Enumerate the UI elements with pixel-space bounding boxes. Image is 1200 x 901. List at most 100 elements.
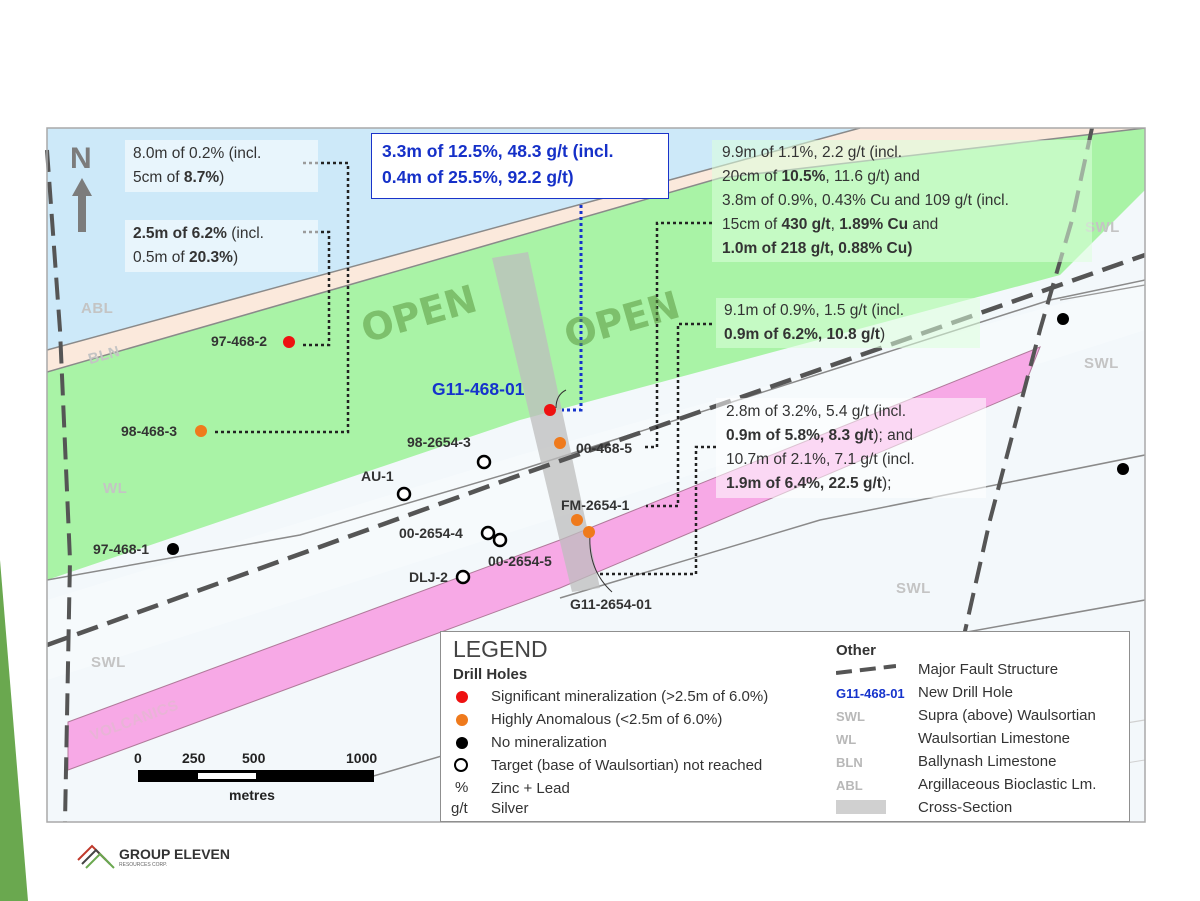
boundary-line [47, 279, 1145, 581]
assay-line: 20cm of 10.5%, 11.6 g/t) and [722, 168, 920, 185]
drill-hole-00-468-5 [554, 437, 566, 449]
assay-annotation: 9.9m of 1.1%, 2.2 g/t (incl. 20cm of 10.… [712, 140, 1092, 262]
legend-anomalous-label: Highly Anomalous (<2.5m of 6.0%) [491, 711, 723, 728]
featured-line: 0.4m of 25.5%, 92.2 g/t) [382, 167, 574, 187]
assay-line: 2.5m of 6.2% (incl. [133, 225, 264, 242]
drill-hole-east-2 [1117, 463, 1129, 475]
assay-line: 10.7m of 2.1%, 7.1 g/t (incl. [726, 451, 915, 468]
assay-line: 8.0m of 0.2% (incl. [133, 145, 262, 162]
pointer-line [589, 534, 613, 593]
assay-line: 3.8m of 0.9%, 0.43% Cu and 109 g/t (incl… [722, 192, 1009, 209]
legend-bln-code: BLN [836, 755, 863, 770]
legend-wl-label: Waulsortian Limestone [918, 730, 1071, 747]
company-name: GROUP ELEVEN [119, 846, 230, 862]
assay-line: 0.5m of 20.3%) [133, 249, 239, 266]
company-subtitle: RESOURCES CORP. [119, 862, 168, 868]
legend-none-icon [456, 737, 468, 749]
pointer-line [555, 389, 567, 409]
abl-zone [47, 128, 1145, 350]
legend-title: LEGEND [453, 636, 548, 662]
drill-hole-97-468-1 [167, 543, 179, 555]
legend-significant-label: Significant mineralization (>2.5m of 6.0… [491, 688, 769, 705]
drill-hole-G11-2654-01 [583, 526, 595, 538]
swl-upper-strip [47, 280, 1145, 680]
legend-drill-holes-heading: Drill Holes [453, 666, 528, 683]
assay-line: 1.0m of 218 g/t, 0.88% Cu) [722, 240, 913, 257]
north-arrow-icon [72, 178, 92, 232]
drill-hole-east-1 [1057, 313, 1069, 325]
legend-swl-code: SWL [836, 709, 865, 724]
fault-west [45, 149, 73, 823]
drill-hole-label: 97-468-2 [211, 333, 268, 349]
drill-hole-AU-1 [396, 486, 412, 502]
boundary-line [1059, 284, 1145, 301]
drill-hole-G11-468-01 [544, 404, 556, 416]
unit-label-swl: SWL [91, 654, 126, 671]
drill-hole-label: 98-468-3 [121, 423, 178, 439]
slide-accent [0, 560, 28, 901]
legend-other-heading: Other [836, 642, 877, 659]
legend-new-hole-code: G11-468-01 [836, 686, 905, 701]
legend-significant-icon [456, 691, 468, 703]
legend-abl-code: ABL [836, 778, 863, 793]
legend-swl-label: Supra (above) Waulsortian [918, 707, 1096, 724]
unit-label-swl: SWL [1085, 219, 1120, 236]
drill-hole-label: 98-2654-3 [407, 434, 471, 450]
assay-line: 9.1m of 0.9%, 1.5 g/t (incl. [724, 302, 905, 319]
legend-wl-code: WL [836, 732, 857, 747]
drill-hole-label: FM-2654-1 [561, 497, 630, 513]
scale-unit: metres [229, 787, 275, 803]
drill-hole-label: G11-2654-01 [570, 596, 652, 612]
north-label: N [70, 142, 92, 175]
legend-fault-icon [836, 664, 896, 675]
unit-label-swl: SWL [896, 580, 931, 597]
leader-line [600, 445, 716, 576]
assay-line: 9.9m of 1.1%, 2.2 g/t (incl. [722, 144, 903, 161]
assay-line: 1.9m of 6.4%, 22.5 g/t); [726, 475, 892, 492]
legend-target-label: Target (base of Waulsortian) not reached [491, 757, 763, 774]
legend-none-label: No mineralization [491, 734, 607, 751]
unit-label-wl: WL [103, 480, 128, 497]
legend-anomalous-icon [456, 714, 468, 726]
drill-hole-97-468-2 [283, 336, 295, 348]
logo-icon [85, 852, 115, 869]
drill-hole-00-2654-4 [480, 525, 496, 541]
featured-line: 3.3m of 12.5%, 48.3 g/t (incl. [382, 141, 614, 161]
drill-hole-FM-2654-1 [571, 514, 583, 526]
drill-hole-label: 00-468-5 [576, 440, 633, 456]
assay-line: 0.9m of 6.2%, 10.8 g/t) [724, 326, 886, 343]
legend-bln-label: Ballynash Limestone [918, 753, 1057, 770]
legend-pct-label: Zinc + Lead [491, 780, 570, 797]
legend-new-hole-label: New Drill Hole [918, 684, 1014, 701]
drill-hole-00-2654-5 [492, 532, 508, 548]
legend-abl-label: Argillaceous Bioclastic Lm. [918, 776, 1097, 793]
map-frame [46, 127, 1146, 823]
featured-assay-box: 3.3m of 12.5%, 48.3 g/t (incl. 0.4m of 2… [371, 133, 669, 199]
assay-line: 5cm of 8.7%) [133, 169, 225, 186]
legend-gt-symbol: g/t [451, 800, 468, 817]
legend-xsec-icon [836, 800, 886, 814]
boundary-line [559, 454, 1145, 599]
leader-line-new-hole [562, 205, 583, 412]
assay-annotation: 2.5m of 6.2% (incl. 0.5m of 20.3%) [125, 220, 318, 272]
drill-hole-label: AU-1 [361, 468, 394, 484]
scale-tick: 1000 [346, 750, 378, 766]
drill-hole-label: 97-468-1 [93, 541, 150, 557]
legend-fault-label: Major Fault Structure [918, 661, 1059, 678]
scale-tick: 250 [182, 750, 206, 766]
legend-pct-symbol: % [455, 779, 469, 796]
legend: LEGEND Drill Holes Significant mineraliz… [440, 631, 1130, 822]
unit-label-abl: ABL [81, 300, 114, 317]
drill-hole-label: 00-2654-5 [488, 553, 552, 569]
drill-hole-label: DLJ-2 [409, 569, 448, 585]
leader-line [645, 221, 712, 449]
scale-tick: 0 [134, 750, 142, 766]
drill-hole-98-468-3 [195, 425, 207, 437]
drill-hole-label: 00-2654-4 [399, 525, 463, 541]
assay-line: 15cm of 430 g/t, 1.89% Cu and [722, 216, 939, 233]
drill-hole-label-new: G11-468-01 [432, 379, 525, 399]
assay-line: 0.9m of 5.8%, 8.3 g/t); and [726, 427, 913, 444]
unit-label-swl: SWL [1084, 355, 1119, 372]
assay-annotation: 2.8m of 3.2%, 5.4 g/t (incl. 0.9m of 5.8… [716, 398, 986, 498]
